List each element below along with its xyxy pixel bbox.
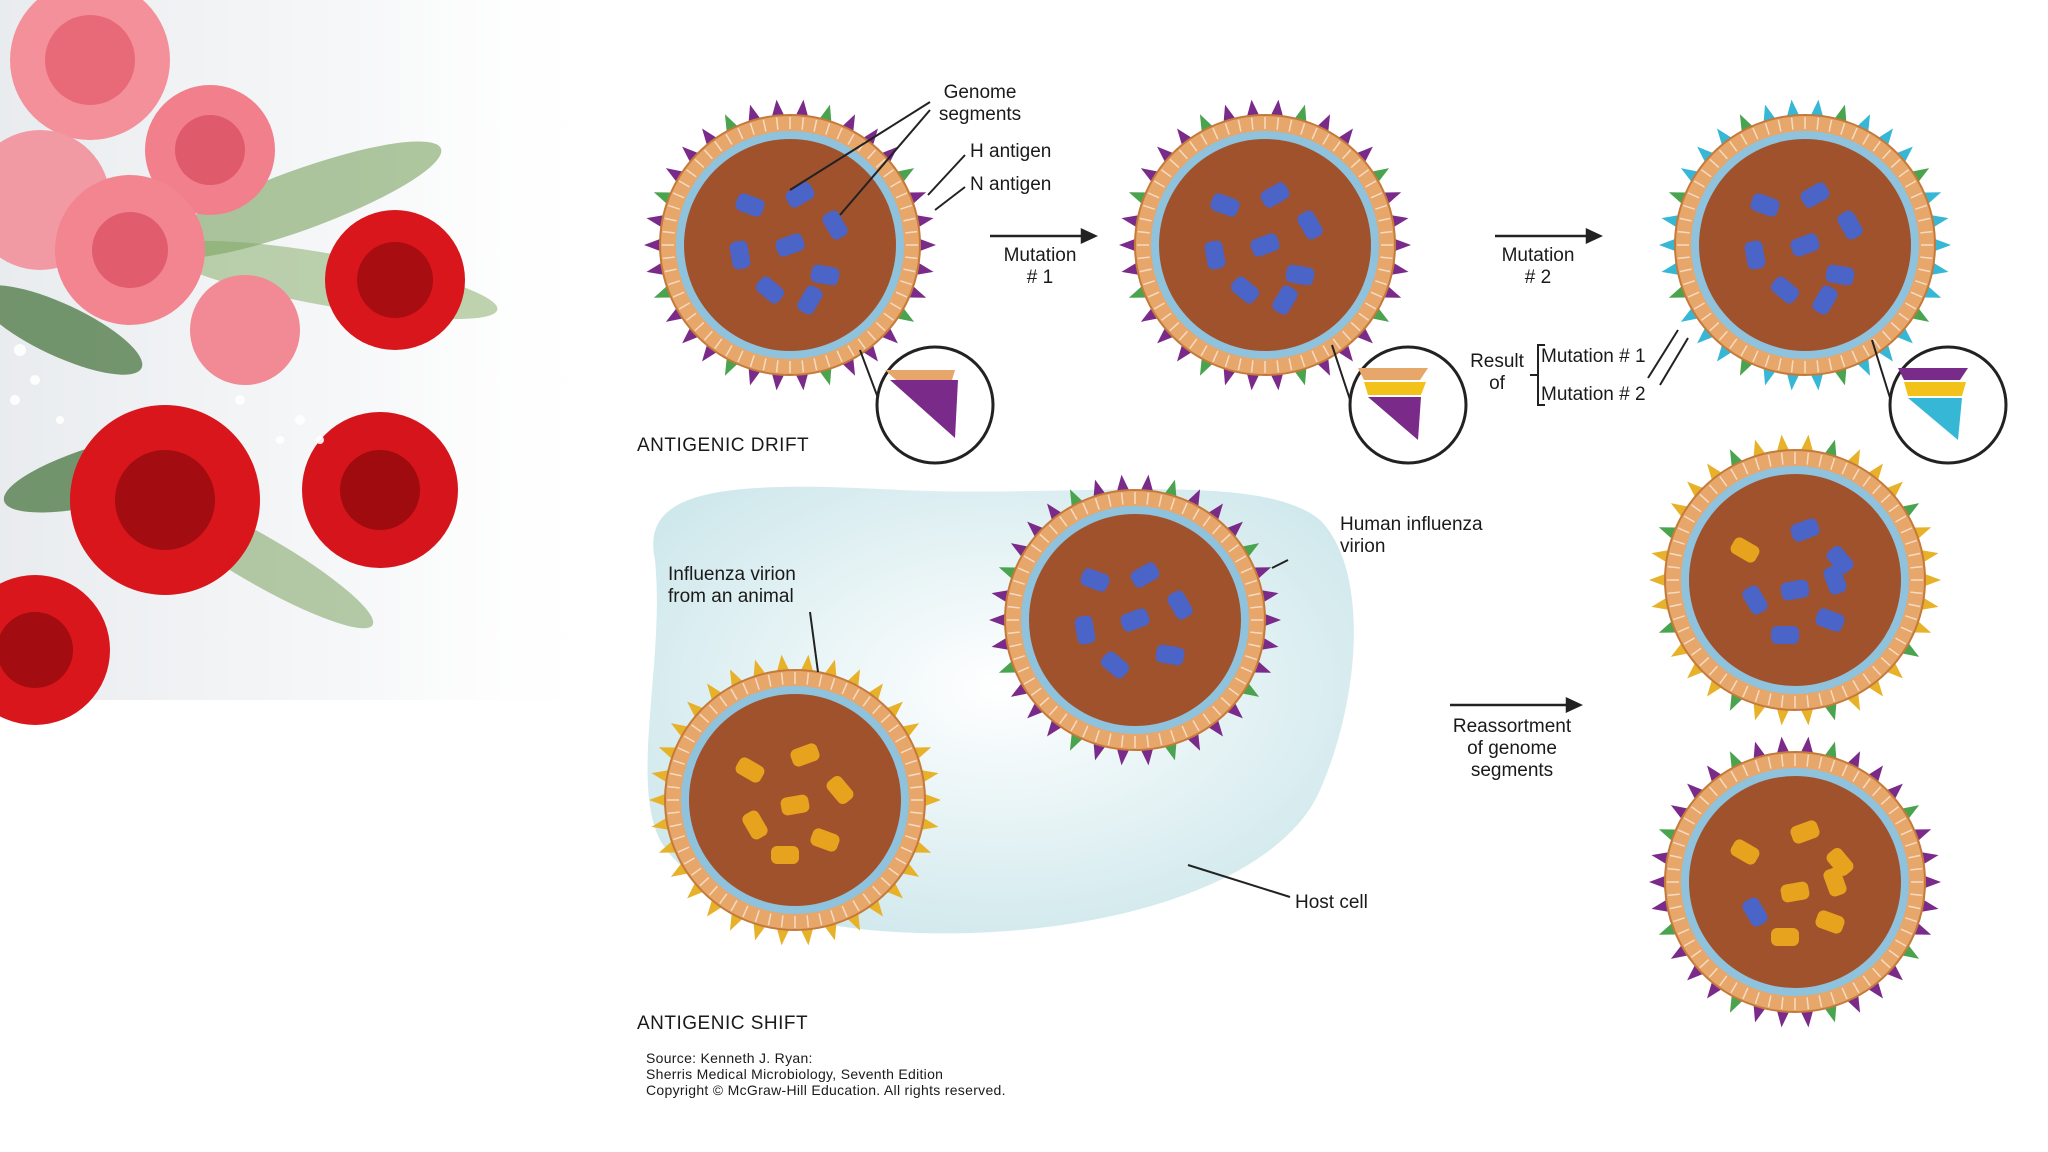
- flower-bouquet-decoration: [0, 0, 620, 725]
- pink-roses: [0, 0, 300, 385]
- source-citation: Source: Kenneth J. Ryan: Sherris Medical…: [646, 1050, 1006, 1098]
- mutation-2-label: Mutation# 2: [1501, 245, 1575, 288]
- virion-original: [644, 99, 936, 391]
- host-cell-label: Host cell: [1295, 892, 1368, 913]
- zoom-callout-mutation2: [1888, 345, 2008, 465]
- red-roses: [0, 210, 465, 725]
- mutation-1-label: Mutation# 1: [1003, 245, 1077, 288]
- zoom-callout-mutation1: [1348, 345, 1468, 465]
- result-mutation-2: Mutation # 2: [1541, 384, 1646, 405]
- virions-layer: [644, 99, 1951, 1028]
- virion-reassortant-1: [1649, 434, 1941, 726]
- h-antigen-label: H antigen: [970, 141, 1052, 162]
- result-mutation-1: Mutation # 1: [1541, 346, 1646, 367]
- antigen-callouts: [859, 339, 2008, 465]
- zoom-callout-original: [875, 345, 995, 465]
- leader-lines: [789, 101, 1689, 898]
- virion-reassortant-2: [1649, 736, 1941, 1028]
- virion-human: [989, 474, 1281, 766]
- process-arrows: [990, 228, 1603, 713]
- baby-breath-dots: [10, 344, 324, 444]
- virion-mutation-1: [1119, 99, 1411, 391]
- virion-animal: [649, 654, 941, 946]
- antigenic-drift-title: ANTIGENIC DRIFT: [637, 435, 810, 456]
- n-antigen-label: N antigen: [970, 174, 1052, 195]
- virion-mutation-2: [1659, 99, 1951, 391]
- antigenic-shift-title: ANTIGENIC SHIFT: [637, 1013, 809, 1034]
